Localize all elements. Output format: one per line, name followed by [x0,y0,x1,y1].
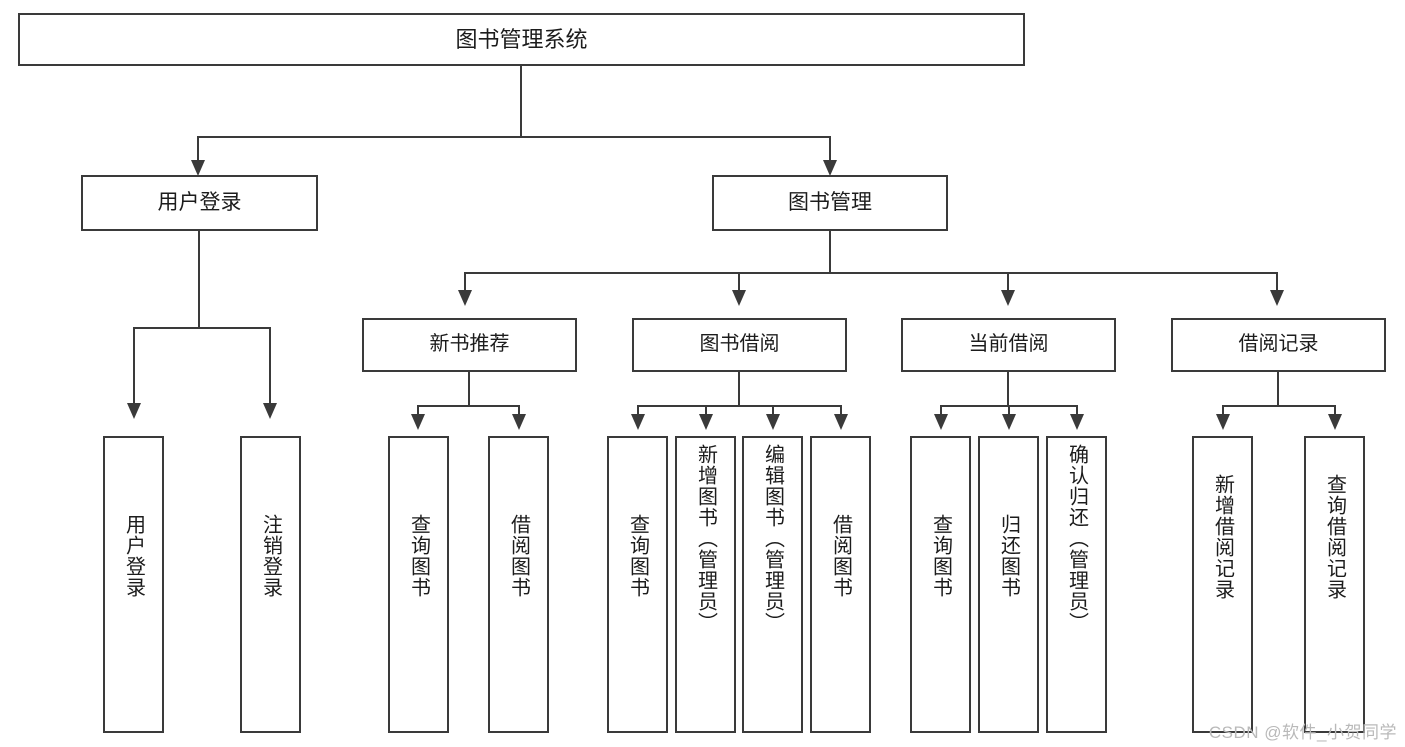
node-book-manage[interactable]: 图书管理 [712,175,948,231]
connector-current-borrow-stem [1007,372,1009,406]
node-label: 用户登录 [157,190,242,214]
leaf-cb-return-book[interactable]: 归还图书 [978,436,1039,733]
connector-borrow-record-drop-2 [1334,405,1336,417]
connector-book-manage-stem [829,231,831,273]
arrowhead-leaf-nb-borrow [512,414,526,430]
leaf-label: 确认归还（管理员） [1065,444,1088,633]
arrowhead-leaf-bb-add [699,414,713,430]
connector-to-book-manage [829,136,831,164]
connector-borrow-record-bus [1222,405,1335,407]
node-label: 新书推荐 [429,333,510,356]
arrowhead-leaf-bb-query [631,414,645,430]
leaf-bb-borrow-book[interactable]: 借阅图书 [810,436,871,733]
leaf-bb-add-book[interactable]: 新增图书（管理员） [675,436,736,733]
arrowhead-user-login [191,160,205,176]
connector-level3-drop-1 [464,272,466,294]
connector-level3-drop-3 [1007,272,1009,294]
connector-level3-drop-2 [738,272,740,294]
leaf-cb-query-book[interactable]: 查询图书 [910,436,971,733]
arrowhead-leaf-bb-borrow [834,414,848,430]
leaf-label: 归还图书 [997,514,1020,598]
connector-user-login-stem [198,231,200,328]
arrowhead-new-book [458,290,472,306]
node-user-login[interactable]: 用户登录 [81,175,318,231]
node-borrow-record[interactable]: 借阅记录 [1171,318,1386,372]
leaf-label: 新增借阅记录 [1211,474,1234,600]
connector-new-book-bus [417,405,520,407]
leaf-label: 编辑图书（管理员） [761,444,784,633]
node-label: 图书借阅 [699,333,780,356]
leaf-nb-query-book[interactable]: 查询图书 [388,436,449,733]
node-root-system[interactable]: 图书管理系统 [18,13,1025,66]
connector-book-borrow-drop-1 [637,405,639,417]
connector-borrow-record-stem [1277,372,1279,406]
leaf-logout[interactable]: 注销登录 [240,436,301,733]
connector-current-borrow-drop-3 [1076,405,1078,417]
arrowhead-current-borrow [1001,290,1015,306]
leaf-br-add-record[interactable]: 新增借阅记录 [1192,436,1253,733]
connector-to-user-login [197,136,199,164]
connector-new-book-stem [468,372,470,406]
arrowhead-leaf-nb-query [411,414,425,430]
node-label: 借阅记录 [1238,333,1319,356]
connector-borrow-record-drop-1 [1222,405,1224,417]
node-label: 当前借阅 [968,333,1049,356]
connector-level3-bus [464,272,1278,274]
connector-book-borrow-drop-2 [705,405,707,417]
connector-new-book-drop-2 [518,405,520,417]
connector-root-stem [520,66,522,137]
arrowhead-book-borrow [732,290,746,306]
leaf-label: 新增图书（管理员） [694,444,717,633]
leaf-label: 查询图书 [929,514,952,598]
arrowhead-leaf-br-query [1328,414,1342,430]
node-new-book-recommend[interactable]: 新书推荐 [362,318,577,372]
node-book-borrow[interactable]: 图书借阅 [632,318,847,372]
arrowhead-borrow-record [1270,290,1284,306]
connector-user-login-drop-2 [269,327,271,407]
leaf-nb-borrow-book[interactable]: 借阅图书 [488,436,549,733]
leaf-bb-query-book[interactable]: 查询图书 [607,436,668,733]
node-label: 图书管理 [788,190,872,214]
leaf-br-query-record[interactable]: 查询借阅记录 [1304,436,1365,733]
connector-user-login-drop-1 [133,327,135,407]
arrowhead-leaf-br-add [1216,414,1230,430]
leaf-label: 借阅图书 [829,514,852,598]
node-current-borrow[interactable]: 当前借阅 [901,318,1116,372]
connector-current-borrow-drop-2 [1008,405,1010,417]
connector-book-borrow-bus [637,405,841,407]
connector-new-book-drop-1 [417,405,419,417]
connector-user-login-bus [133,327,270,329]
connector-level2-bus [197,136,831,138]
connector-book-borrow-drop-3 [772,405,774,417]
connector-level3-drop-4 [1276,272,1278,294]
leaf-label: 用户登录 [122,514,145,598]
arrowhead-leaf-cb-return [1002,414,1016,430]
connector-current-borrow-drop-1 [940,405,942,417]
node-label: 图书管理系统 [455,26,588,52]
connector-book-borrow-drop-4 [840,405,842,417]
arrowhead-leaf-user-login [127,403,141,419]
leaf-cb-confirm-return[interactable]: 确认归还（管理员） [1046,436,1107,733]
connector-book-borrow-stem [738,372,740,406]
arrowhead-leaf-logout [263,403,277,419]
leaf-label: 查询借阅记录 [1323,474,1346,600]
arrowhead-book-manage [823,160,837,176]
leaf-label: 注销登录 [259,514,282,598]
arrowhead-leaf-cb-confirm [1070,414,1084,430]
leaf-label: 借阅图书 [507,514,530,598]
leaf-bb-edit-book[interactable]: 编辑图书（管理员） [742,436,803,733]
leaf-label: 查询图书 [407,514,430,598]
leaf-label: 查询图书 [626,514,649,598]
leaf-user-login[interactable]: 用户登录 [103,436,164,733]
arrowhead-leaf-cb-query [934,414,948,430]
arrowhead-leaf-bb-edit [766,414,780,430]
